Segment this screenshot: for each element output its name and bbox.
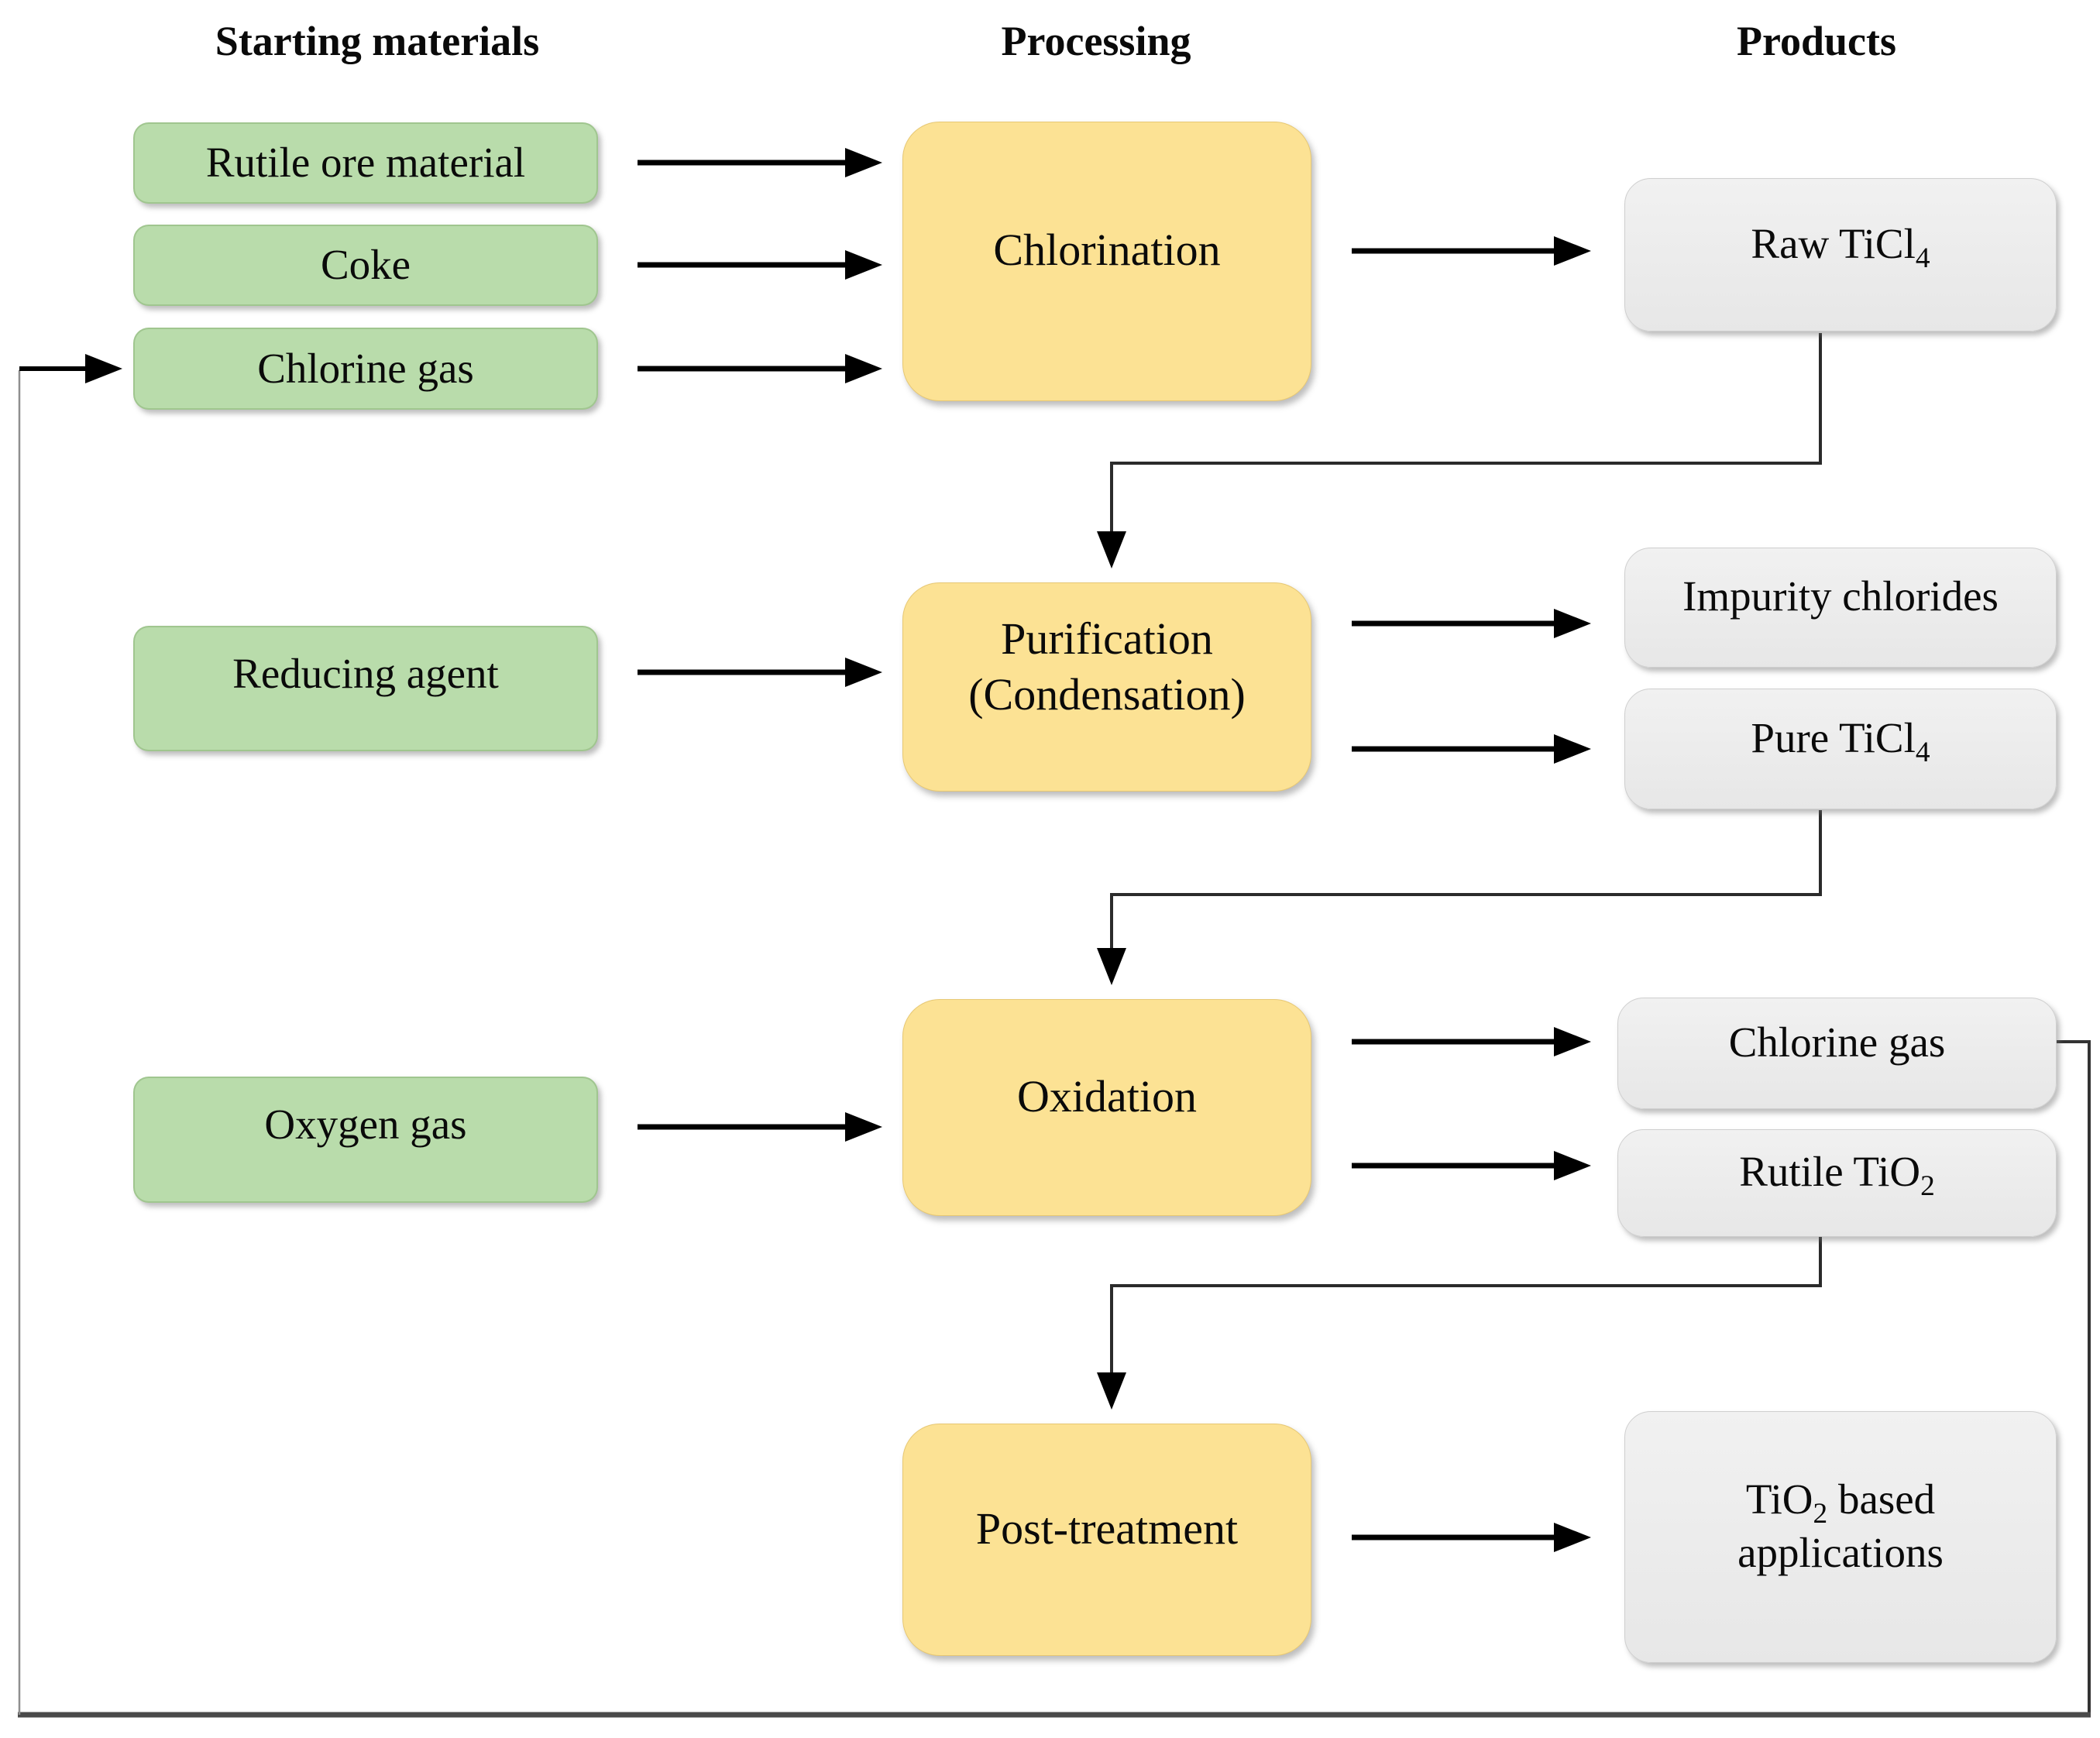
- node-label: Chlorine gas: [257, 344, 474, 392]
- elbow-pure-ticl4-to-oxidation: [1097, 810, 1822, 985]
- node-label: Oxygen gas: [264, 1101, 467, 1149]
- elbow-rutile-tio2-to-post-treatment: [1097, 1237, 1822, 1410]
- node-purification-condensation: Purification(Condensation): [902, 582, 1311, 792]
- node-label: Oxidation: [1017, 1070, 1197, 1121]
- column-header-starting-materials: Starting materials: [215, 18, 540, 64]
- column-header-products: Products: [1736, 18, 1896, 64]
- node-label: Impurity chlorides: [1682, 572, 1999, 620]
- node-label: Chlorine gas: [1728, 1018, 1946, 1066]
- node-raw-ticl4: Raw TiCl4: [1624, 178, 2057, 331]
- node-label: Purification(Condensation): [968, 613, 1246, 720]
- node-oxidation: Oxidation: [902, 999, 1311, 1216]
- node-chlorine-gas-input: Chlorine gas: [133, 328, 598, 410]
- node-oxygen-gas: Oxygen gas: [133, 1077, 598, 1203]
- node-pure-ticl4: Pure TiCl4: [1624, 689, 2057, 809]
- column-header-processing: Processing: [1001, 18, 1191, 64]
- node-rutile-tio2: Rutile TiO2: [1617, 1129, 2057, 1237]
- node-coke: Coke: [133, 225, 598, 306]
- node-reducing-agent: Reducing agent: [133, 626, 598, 751]
- node-label: Chlorination: [993, 225, 1221, 276]
- node-label: Pure TiCl4: [1751, 713, 1930, 768]
- recycle-loop-right-segment: [2057, 1040, 2091, 1715]
- node-label: Rutile TiO2: [1739, 1148, 1935, 1203]
- elbow-raw-ticl4-to-purification: [1097, 333, 1822, 568]
- node-chlorination: Chlorination: [902, 122, 1311, 401]
- node-chlorine-gas-output: Chlorine gas: [1617, 998, 2057, 1109]
- node-post-treatment: Post-treatment: [902, 1424, 1311, 1656]
- node-rutile-ore-material: Rutile ore material: [133, 122, 598, 204]
- node-label: Rutile ore material: [205, 139, 526, 187]
- node-label: Raw TiCl4: [1751, 219, 1930, 274]
- node-label: Post-treatment: [975, 1503, 1239, 1554]
- node-impurity-chlorides: Impurity chlorides: [1624, 548, 2057, 668]
- node-label: Coke: [320, 241, 411, 289]
- node-label: Reducing agent: [232, 649, 499, 697]
